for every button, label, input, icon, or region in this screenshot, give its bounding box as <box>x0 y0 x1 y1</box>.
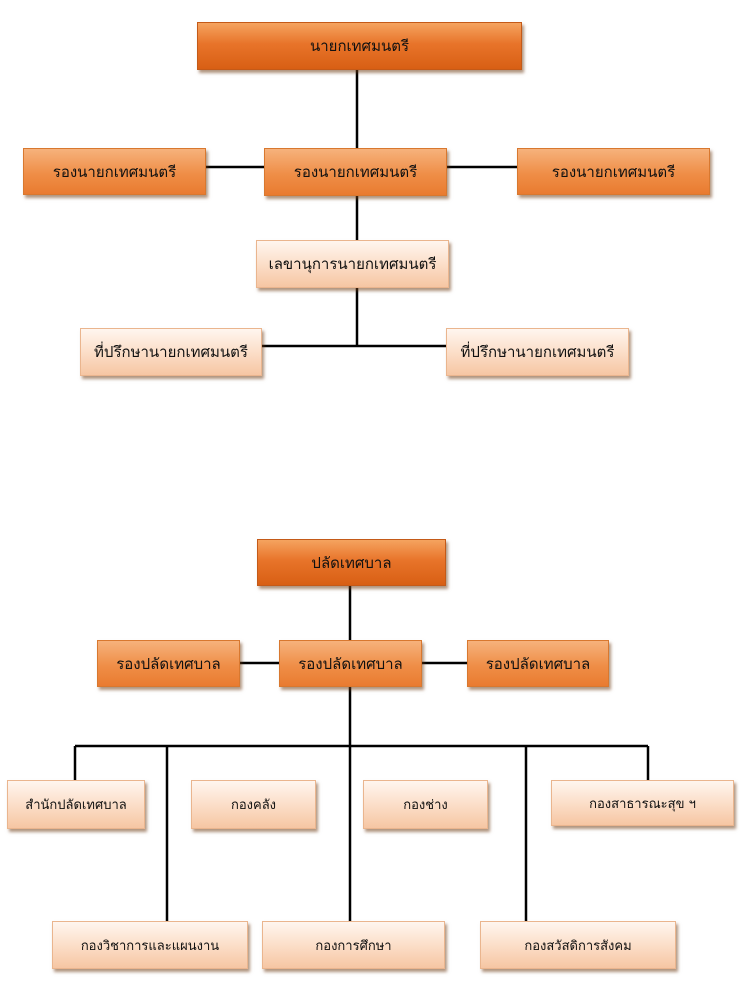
advisor-label: ที่ปรึกษานายกเทศมนตรี <box>460 343 615 361</box>
division-box-public-health: กองสาธารณะสุข ฯ <box>551 780 734 826</box>
deputy-clerk-label: รองปลัดเทศบาล <box>298 654 403 673</box>
advisor-box-left: ที่ปรึกษานายกเทศมนตรี <box>80 328 262 376</box>
deputy-mayor-label: รองนายกเทศมนตรี <box>551 162 676 181</box>
division-label: กองการศึกษา <box>315 938 392 954</box>
mayor-box: นายกเทศมนตรี <box>197 22 522 70</box>
division-box-clerk-office: สำนักปลัดเทศบาล <box>7 780 145 829</box>
municipal-clerk-box: ปลัดเทศบาล <box>257 539 446 586</box>
division-box-finance: กองคลัง <box>191 780 316 829</box>
deputy-clerk-label: รองปลัดเทศบาล <box>485 654 591 673</box>
division-label: กองวิชาการและแผนงาน <box>80 938 220 954</box>
deputy-clerk-box-left: รองปลัดเทศบาล <box>97 640 240 687</box>
advisor-box-right: ที่ปรึกษานายกเทศมนตรี <box>446 328 629 376</box>
deputy-clerk-label: รองปลัดเทศบาล <box>116 654 221 673</box>
deputy-mayor-box-left: รองนายกเทศมนตรี <box>23 148 206 195</box>
mayor-secretary-label: เลขานุการนายกเทศมนตรี <box>268 255 437 273</box>
municipal-clerk-label: ปลัดเทศบาล <box>311 553 392 572</box>
division-label: สำนักปลัดเทศบาล <box>25 798 127 813</box>
deputy-clerk-box-center: รองปลัดเทศบาล <box>279 640 422 687</box>
mayor-secretary-box: เลขานุการนายกเทศมนตรี <box>256 240 449 288</box>
deputy-clerk-box-right: รองปลัดเทศบาล <box>467 640 609 687</box>
mayor-label: นายกเทศมนตรี <box>309 37 410 55</box>
division-box-planning: กองวิชาการและแผนงาน <box>52 921 248 969</box>
division-label: กองสาธารณะสุข ฯ <box>589 796 696 812</box>
division-label: กองคลัง <box>230 798 277 813</box>
deputy-mayor-box-right: รองนายกเทศมนตรี <box>517 148 710 195</box>
division-label: กองช่าง <box>403 798 448 813</box>
division-box-social-welfare: กองสวัสดิการสังคม <box>480 921 676 969</box>
division-box-engineering: กองช่าง <box>363 780 488 829</box>
deputy-mayor-box-center: รองนายกเทศมนตรี <box>264 148 447 196</box>
division-label: กองสวัสดิการสังคม <box>524 938 632 954</box>
deputy-mayor-label: รองนายกเทศมนตรี <box>293 163 418 181</box>
deputy-mayor-label: รองนายกเทศมนตรี <box>52 162 177 181</box>
advisor-label: ที่ปรึกษานายกเทศมนตรี <box>94 343 248 361</box>
division-box-education: กองการศึกษา <box>262 921 445 969</box>
